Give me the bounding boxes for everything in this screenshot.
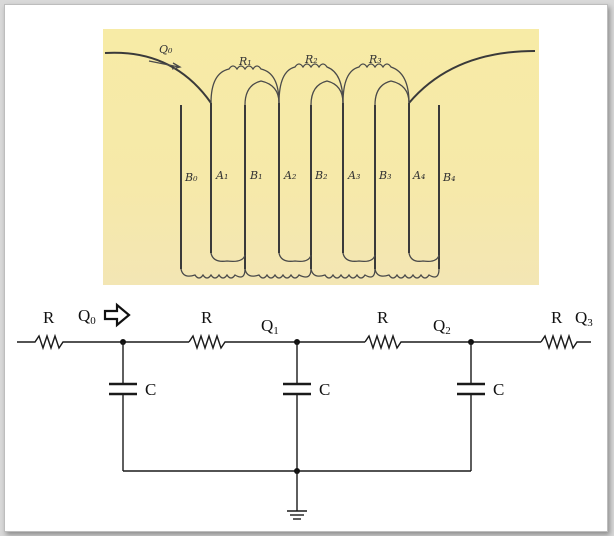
label-q0: Q₀ (159, 43, 173, 56)
capacitor-branch-2 (283, 342, 311, 471)
capacitor-branch-3 (457, 342, 485, 471)
label-a2: A₂ (283, 169, 296, 182)
coil-bottom-3 (310, 268, 376, 279)
node-q2-label: Q2 (433, 316, 451, 337)
coil-b-top-2 (310, 80, 344, 106)
resistor-3-label: R (377, 308, 389, 327)
coil-bottom-4 (374, 268, 440, 279)
plates (180, 103, 440, 269)
label-r1: R₁ (238, 55, 252, 68)
ground-icon (287, 471, 307, 520)
capacitor-1-label: C (145, 380, 156, 399)
top-coils (210, 63, 410, 106)
label-b0: B₀ (184, 171, 198, 184)
right-outer-curve (408, 50, 536, 104)
label-b1: B₁ (249, 169, 263, 182)
label-a3: A₃ (347, 169, 360, 182)
rc-ladder-circuit: R R R R Q0 Q1 Q2 Q3 C C C (5, 285, 607, 531)
label-b3: B₃ (378, 169, 392, 182)
resistor-1 (17, 333, 123, 351)
resistor-3 (364, 333, 471, 351)
coil-bottom-1 (180, 268, 246, 279)
flow-arrow-icon (103, 302, 131, 328)
historical-drawing: Q₀ R₁ R₂ R₃ B₀ A₁ B₁ A₂ B₂ A₃ B₃ A₄ B₄ (103, 29, 539, 285)
capacitor-3-label: C (493, 380, 504, 399)
coil-r2 (278, 63, 344, 104)
resistor-4 (540, 333, 591, 351)
coil-b-top-3 (374, 80, 410, 106)
capacitor-branch-1 (109, 342, 137, 471)
node-q1-label: Q1 (261, 316, 279, 337)
label-r2: R₂ (304, 53, 318, 66)
coil-a-bottom-2 (278, 252, 312, 263)
resistor-2 (188, 333, 297, 351)
figure-frame: Q₀ R₁ R₂ R₃ B₀ A₁ B₁ A₂ B₂ A₃ B₃ A₄ B₄ (4, 4, 608, 532)
coil-r3 (342, 63, 410, 104)
node-q0-label: Q0 (78, 306, 96, 327)
left-outer-curve (104, 51, 212, 104)
node-q3-label: Q3 (575, 308, 593, 329)
bottom-coils (180, 252, 440, 279)
coil-a-bottom-3 (342, 252, 376, 263)
resistor-1-label: R (43, 308, 55, 327)
label-a1: A₁ (215, 169, 228, 182)
resistor-4-label: R (551, 308, 563, 327)
coil-a-bottom-4 (408, 252, 440, 263)
capacitor-2-label: C (319, 380, 330, 399)
resistor-2-label: R (201, 308, 213, 327)
label-b2: B₂ (314, 169, 328, 182)
coil-bottom-2 (244, 268, 312, 279)
main-rail (17, 333, 591, 351)
label-a4: A₄ (412, 169, 425, 182)
label-r3: R₃ (368, 53, 382, 66)
coil-b-top-1 (244, 80, 280, 106)
label-b4: B₄ (442, 171, 456, 184)
coil-r1 (210, 65, 280, 104)
flow-arrow-small-icon (148, 60, 182, 70)
coil-a-bottom-1 (210, 252, 246, 263)
